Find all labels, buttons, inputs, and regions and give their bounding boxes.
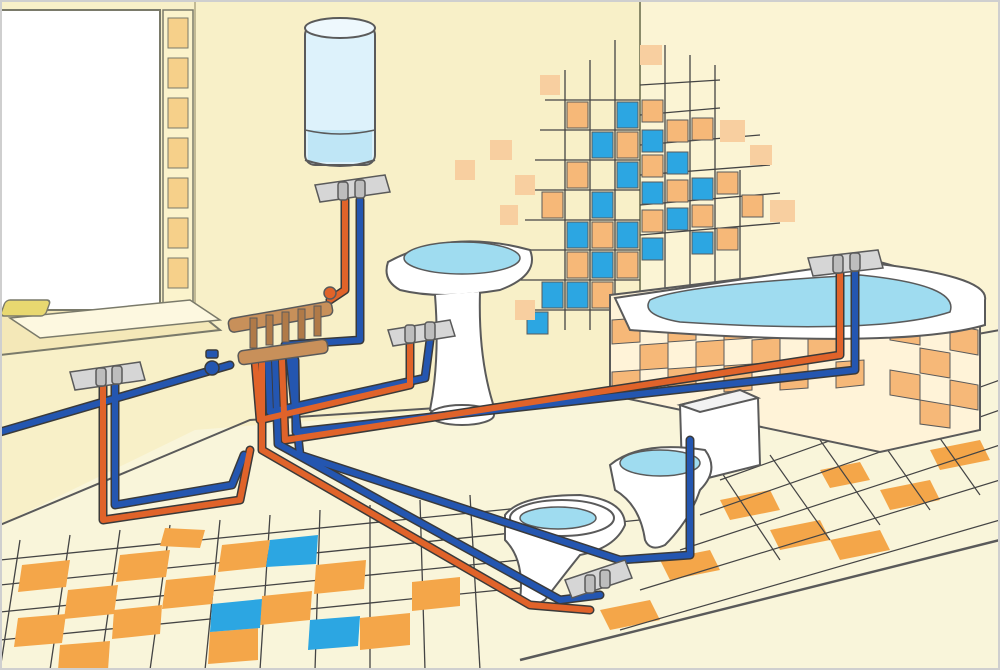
shutoff-valve <box>204 349 220 376</box>
heater-valve-plate <box>314 174 391 203</box>
bathtub-valve-plate <box>807 249 884 277</box>
basin-valve-plate <box>387 319 456 347</box>
valve-plates <box>69 174 884 599</box>
pipe-network <box>0 195 860 615</box>
wall-tile-mosaic <box>455 40 795 335</box>
window <box>0 9 223 357</box>
left-wall-valve-plate <box>69 361 146 391</box>
toilet <box>504 493 627 606</box>
floor-front-edge <box>519 538 1000 662</box>
cold-water-pipes <box>0 197 858 603</box>
water-collector-manifold <box>227 286 337 366</box>
bidet <box>608 388 762 549</box>
toilet-valve-plate <box>564 559 633 599</box>
window-frame-tiles <box>167 17 189 289</box>
hot-water-pipes <box>100 197 843 613</box>
washbasin <box>385 240 533 426</box>
water-heater <box>304 17 376 167</box>
